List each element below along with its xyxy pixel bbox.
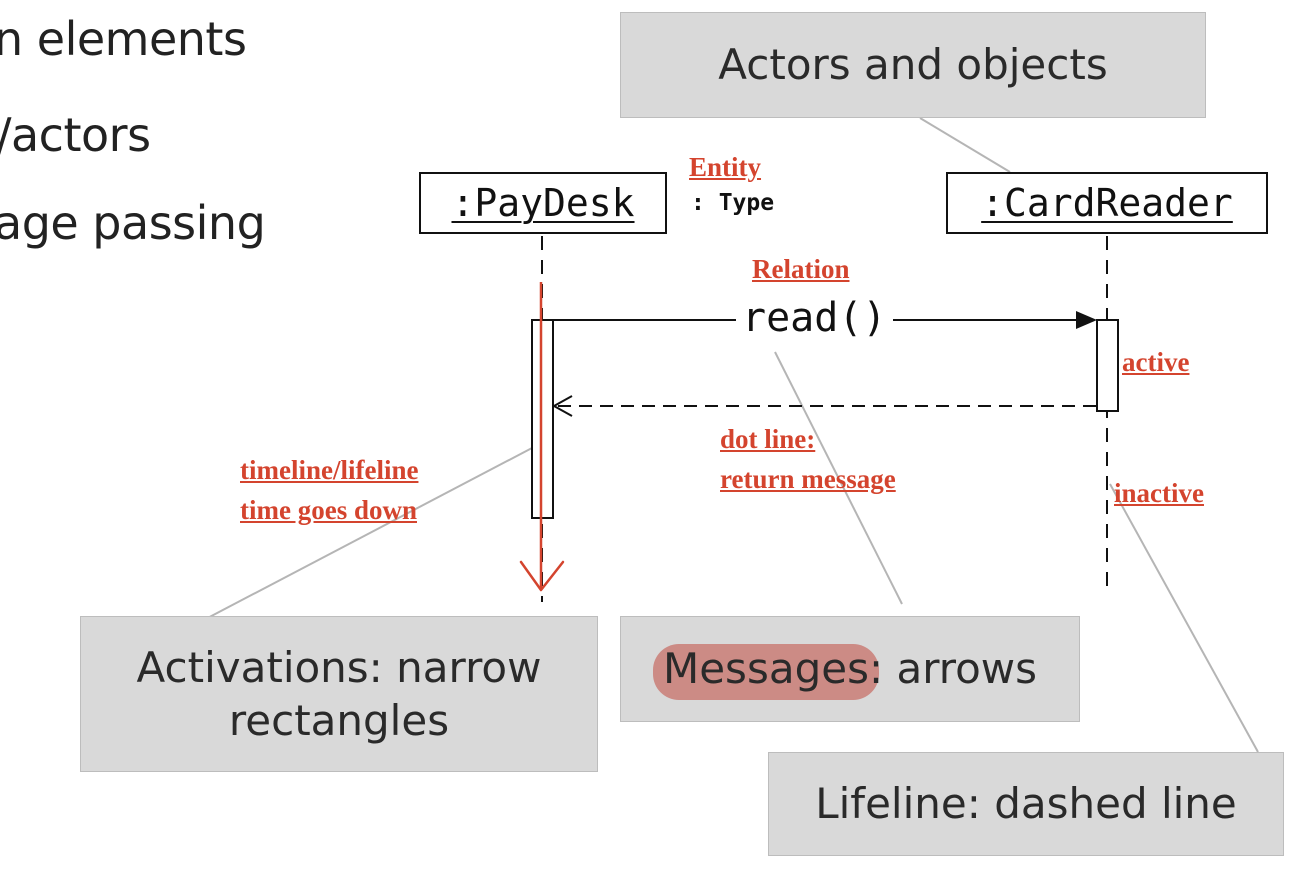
callout-actors-objects: Actors and objects <box>620 12 1206 118</box>
callout-activations: Activations: narrow rectangles <box>80 616 598 772</box>
paydesk-object: :PayDesk <box>419 172 667 234</box>
callout-messages-content: Messages: arrows <box>652 642 1037 701</box>
annotation-active: active <box>1122 347 1190 377</box>
timeline-arrow-head <box>519 560 565 592</box>
messages-highlight <box>652 644 879 701</box>
callout-activations-text: Activations: narrow rectangles <box>136 642 542 745</box>
annotation-time-goes-down: time goes down <box>240 495 417 525</box>
callout-lifeline: Lifeline: dashed line <box>768 752 1284 856</box>
bullet-line-2: /actors <box>0 108 151 162</box>
leader-activations <box>199 447 533 623</box>
annotation-relation: Relation <box>752 254 850 284</box>
callout-messages-word: Messages <box>662 644 869 694</box>
leader-messages <box>774 351 903 605</box>
callout-lifeline-text: Lifeline: dashed line <box>815 779 1237 829</box>
paydesk-label: :PayDesk <box>451 181 635 225</box>
annotation-inactive: inactive <box>1114 478 1204 508</box>
callout-actors-objects-text: Actors and objects <box>718 40 1108 90</box>
paydesk-activation <box>531 319 554 519</box>
bullet-line-3: age passing <box>0 196 266 250</box>
leader-lifeline <box>1109 483 1259 753</box>
cardreader-object: :CardReader <box>946 172 1268 234</box>
annotation-timeline: timeline/lifeline <box>240 455 419 485</box>
callout-messages: Messages: arrows <box>620 616 1080 722</box>
cardreader-activation <box>1096 319 1119 412</box>
cardreader-label: :CardReader <box>981 181 1233 225</box>
return-arrowhead <box>551 395 573 417</box>
bullet-line-1: n elements <box>0 12 247 66</box>
read-message-label: read() <box>736 298 893 338</box>
leader-actors <box>919 117 1011 173</box>
callout-messages-rest: : arrows <box>868 644 1037 694</box>
read-arrowhead <box>1076 311 1097 329</box>
annotation-dot-line: dot line: <box>720 424 816 454</box>
annotation-return-message: return message <box>720 464 896 494</box>
type-label: : Type <box>691 190 775 216</box>
annotation-entity: Entity <box>689 152 762 182</box>
